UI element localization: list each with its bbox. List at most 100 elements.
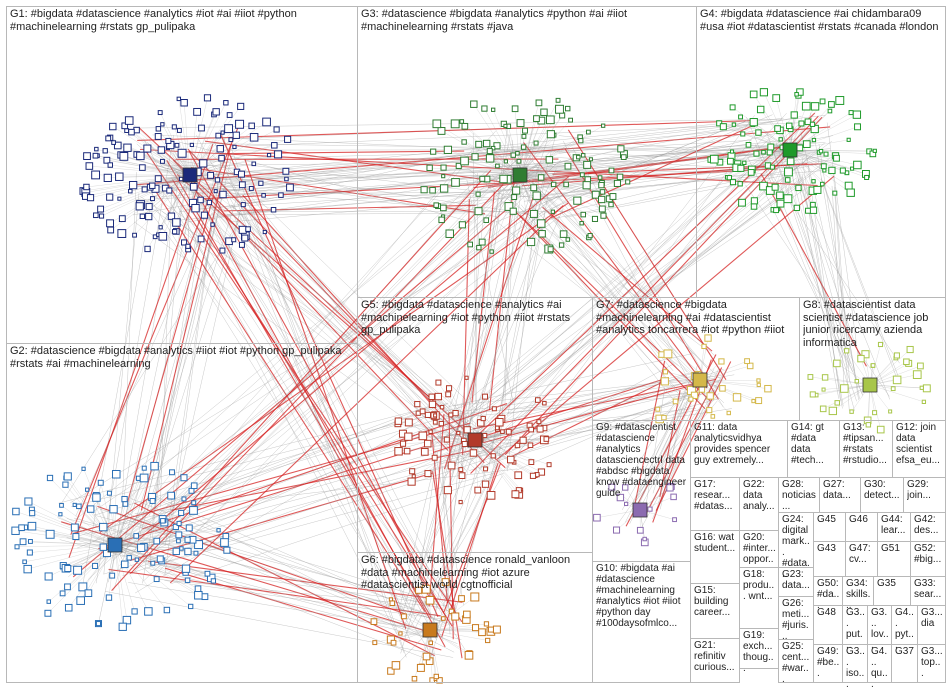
vertex-node — [105, 594, 113, 601]
vertex-node — [819, 98, 826, 105]
vertex-node — [216, 528, 221, 533]
edge — [86, 174, 191, 188]
vertex-node — [430, 148, 437, 155]
edge — [143, 183, 568, 582]
vertex-node — [839, 167, 846, 174]
vertex-node — [200, 211, 208, 219]
vertex-node — [111, 140, 116, 145]
edge — [121, 172, 137, 510]
edge — [429, 581, 446, 631]
vertex-node — [72, 533, 80, 541]
vertex-node — [436, 677, 443, 684]
edge — [21, 527, 116, 546]
vertex-node — [118, 215, 126, 223]
vertex-node — [526, 237, 536, 247]
edge — [502, 176, 804, 412]
edge — [433, 151, 521, 176]
vertex-node — [426, 164, 433, 171]
vertex-node — [672, 517, 677, 523]
edge — [108, 138, 191, 176]
edge — [575, 151, 770, 174]
vertex-node — [756, 378, 761, 383]
vertex-node — [461, 440, 468, 448]
vertex-node — [228, 137, 234, 143]
vertex-node — [511, 105, 519, 113]
edge — [519, 174, 532, 242]
edge — [432, 372, 690, 440]
vertex-node — [514, 442, 521, 449]
vertex-node — [86, 194, 95, 202]
edge — [114, 477, 185, 546]
vertex-node — [119, 152, 129, 161]
edge — [140, 155, 191, 176]
vertex-node — [522, 127, 528, 134]
edge — [140, 145, 232, 511]
vertex-node — [19, 538, 27, 546]
edge — [820, 177, 899, 376]
edge — [169, 210, 241, 523]
vertex-node — [155, 126, 162, 132]
vertex-node — [64, 565, 72, 572]
vertex-node — [424, 470, 432, 478]
vertex-node — [97, 479, 104, 486]
vertex-node — [59, 503, 64, 508]
edge — [402, 425, 463, 614]
edge — [135, 402, 449, 594]
edge — [165, 472, 496, 563]
edge — [730, 149, 791, 162]
edge — [75, 141, 540, 521]
hub-vertex-node — [467, 432, 483, 448]
edge — [519, 164, 588, 176]
edge — [75, 212, 213, 517]
edge — [789, 149, 835, 194]
vertex-node — [249, 133, 259, 142]
vertex-node — [199, 159, 208, 168]
vertex-node — [98, 213, 105, 219]
edge — [114, 544, 123, 627]
edge — [429, 629, 488, 641]
vertex-node — [661, 414, 667, 421]
edge — [543, 120, 746, 203]
vertex-node — [647, 506, 653, 512]
vertex-node — [489, 249, 494, 254]
vertex-node — [282, 167, 290, 175]
vertex-node — [467, 241, 473, 248]
vertex-node — [23, 564, 32, 574]
vertex-node — [609, 193, 617, 200]
edge — [179, 138, 796, 213]
vertex-node — [470, 592, 480, 602]
vertex-node — [144, 245, 151, 253]
vertex-node — [756, 382, 761, 388]
vertex-node — [624, 501, 629, 507]
vertex-node — [167, 491, 175, 500]
vertex-node — [772, 94, 781, 102]
edge — [114, 544, 199, 589]
vertex-node — [731, 122, 737, 127]
edge — [85, 174, 191, 193]
edge — [632, 400, 718, 505]
edge — [519, 174, 568, 240]
edge — [142, 167, 191, 176]
vertex-node — [223, 546, 231, 554]
vertex-node — [578, 138, 584, 144]
vertex-node — [811, 179, 816, 184]
edge — [554, 221, 708, 386]
vertex-node — [425, 595, 435, 605]
vertex-node — [58, 512, 63, 517]
edge — [408, 422, 476, 441]
group-box-g5: G5: #bigdata #datascience #analytics #ai… — [357, 297, 593, 553]
group-label-g24: G24: digital mark... #data... — [782, 514, 811, 580]
vertex-node — [469, 449, 478, 457]
edge — [50, 534, 116, 546]
vertex-node — [154, 175, 162, 183]
vertex-node — [706, 407, 713, 414]
vertex-node — [512, 186, 521, 195]
edge — [474, 439, 532, 463]
edge — [484, 183, 692, 405]
group-box-g26: G26: meti... #juris... — [778, 596, 814, 642]
group-box-g37: G37 — [891, 644, 918, 683]
vertex-node — [403, 447, 411, 455]
edge — [189, 174, 243, 230]
vertex-node — [28, 539, 33, 544]
vertex-node — [158, 232, 168, 241]
